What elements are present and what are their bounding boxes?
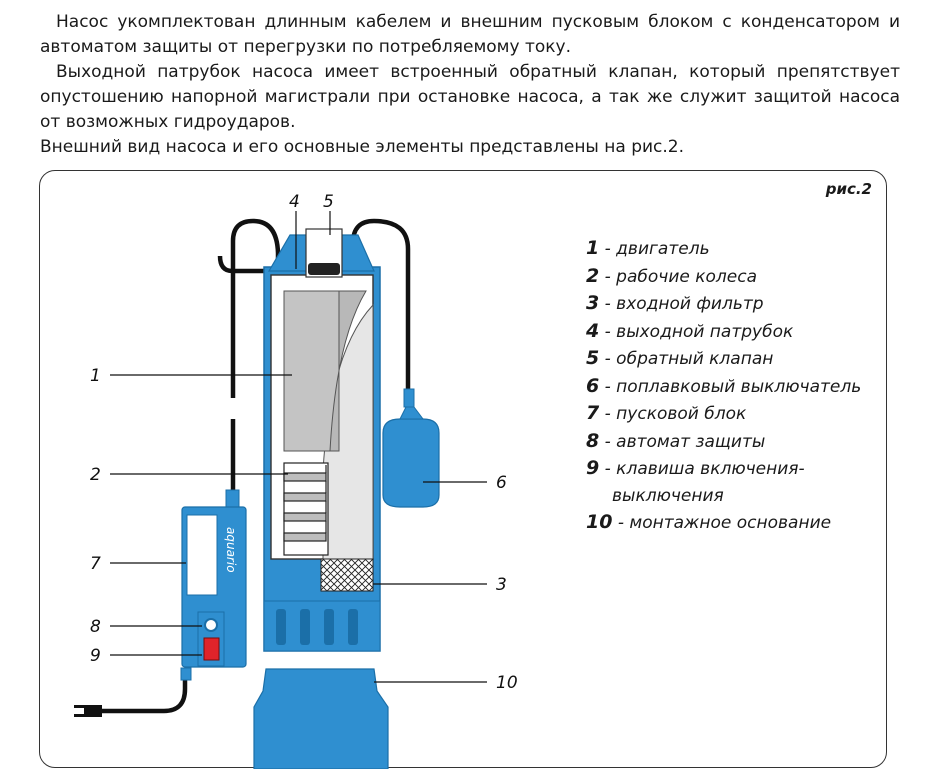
legend-number: 1 bbox=[586, 237, 600, 259]
check-valve bbox=[308, 263, 340, 275]
legend-number: 2 bbox=[586, 264, 600, 287]
figure-label: рис.2 bbox=[825, 180, 872, 198]
intro-paragraph-1: Насос укомплектован длинным кабелем и вн… bbox=[40, 12, 900, 57]
legend-number: 6 bbox=[586, 374, 600, 397]
legend-number: 10 bbox=[586, 511, 613, 533]
legend-item: 5 - обратный клапан bbox=[586, 345, 861, 373]
legend-item: 2 - рабочие колеса bbox=[586, 263, 861, 291]
intake-slots bbox=[276, 609, 358, 645]
legend-item: 7 - пусковой блок bbox=[586, 400, 861, 428]
legend-number: 5 bbox=[586, 347, 600, 369]
intro-text: Насос укомплектован длинным кабелем и вн… bbox=[40, 10, 900, 160]
callout-7: 7 bbox=[90, 554, 101, 574]
legend-item: 4 - выходной патрубок bbox=[586, 318, 861, 346]
legend-item: 8 - автомат защиты bbox=[586, 428, 861, 456]
leader-lines bbox=[110, 211, 487, 683]
plug bbox=[74, 705, 102, 717]
callout-10: 10 bbox=[496, 673, 518, 693]
callout-5: 5 bbox=[323, 192, 334, 212]
legend-item: 10 - монтажное основание bbox=[586, 509, 861, 537]
control-box bbox=[181, 489, 247, 668]
mounting-base bbox=[253, 668, 389, 769]
callout-4: 4 bbox=[289, 192, 300, 212]
callout-2: 2 bbox=[90, 465, 101, 485]
impellers bbox=[283, 462, 329, 556]
legend-text: - входной фильтр bbox=[604, 294, 764, 314]
float-switch bbox=[382, 388, 440, 508]
intake-filter bbox=[320, 558, 374, 592]
legend-text-continued: выключения bbox=[612, 485, 724, 506]
legend-text: - рабочие колеса bbox=[604, 266, 757, 287]
legend-text: - автомат защиты bbox=[604, 431, 766, 452]
brand-logo: aquario bbox=[224, 527, 238, 573]
intro-paragraph-2: Выходной патрубок насоса имеет встроенны… bbox=[40, 62, 900, 132]
legend-text: - клавиша включения- bbox=[604, 459, 805, 479]
intro-paragraph-3: Внешний вид насоса и его основные элемен… bbox=[40, 137, 685, 157]
legend-text: - обратный клапан bbox=[604, 349, 774, 369]
callout-3: 3 bbox=[496, 575, 507, 595]
legend-number: 4 bbox=[586, 319, 600, 342]
circuit-breaker bbox=[204, 618, 218, 632]
legend-item: 9 - клавиша включения-выключения bbox=[586, 455, 861, 509]
power-switch bbox=[203, 637, 220, 661]
legend-number: 9 bbox=[586, 457, 600, 479]
legend-item: 3 - входной фильтр bbox=[586, 290, 861, 318]
legend-text: - поплавковый выключатель bbox=[604, 376, 862, 397]
legend-item: 6 - поплавковый выключатель bbox=[586, 373, 861, 401]
legend-item: 1 - двигатель bbox=[586, 235, 861, 263]
legend-text: - пусковой блок bbox=[604, 404, 747, 424]
legend-number: 7 bbox=[586, 402, 600, 424]
figure-frame: рис.2 bbox=[39, 170, 887, 769]
motor bbox=[283, 290, 340, 452]
callout-1: 1 bbox=[90, 366, 101, 386]
legend-text: - монтажное основание bbox=[617, 513, 832, 533]
callout-8: 8 bbox=[90, 617, 101, 637]
legend-number: 3 bbox=[586, 292, 600, 314]
callout-9: 9 bbox=[90, 646, 101, 666]
callout-6: 6 bbox=[496, 473, 507, 493]
legend-text: - двигатель bbox=[604, 239, 710, 259]
legend-text: - выходной патрубок bbox=[604, 321, 794, 342]
pump-drawing: aquario 1 2 3 4 5 6 bbox=[74, 192, 518, 769]
power-cable bbox=[102, 218, 281, 714]
legend-number: 8 bbox=[586, 429, 600, 452]
